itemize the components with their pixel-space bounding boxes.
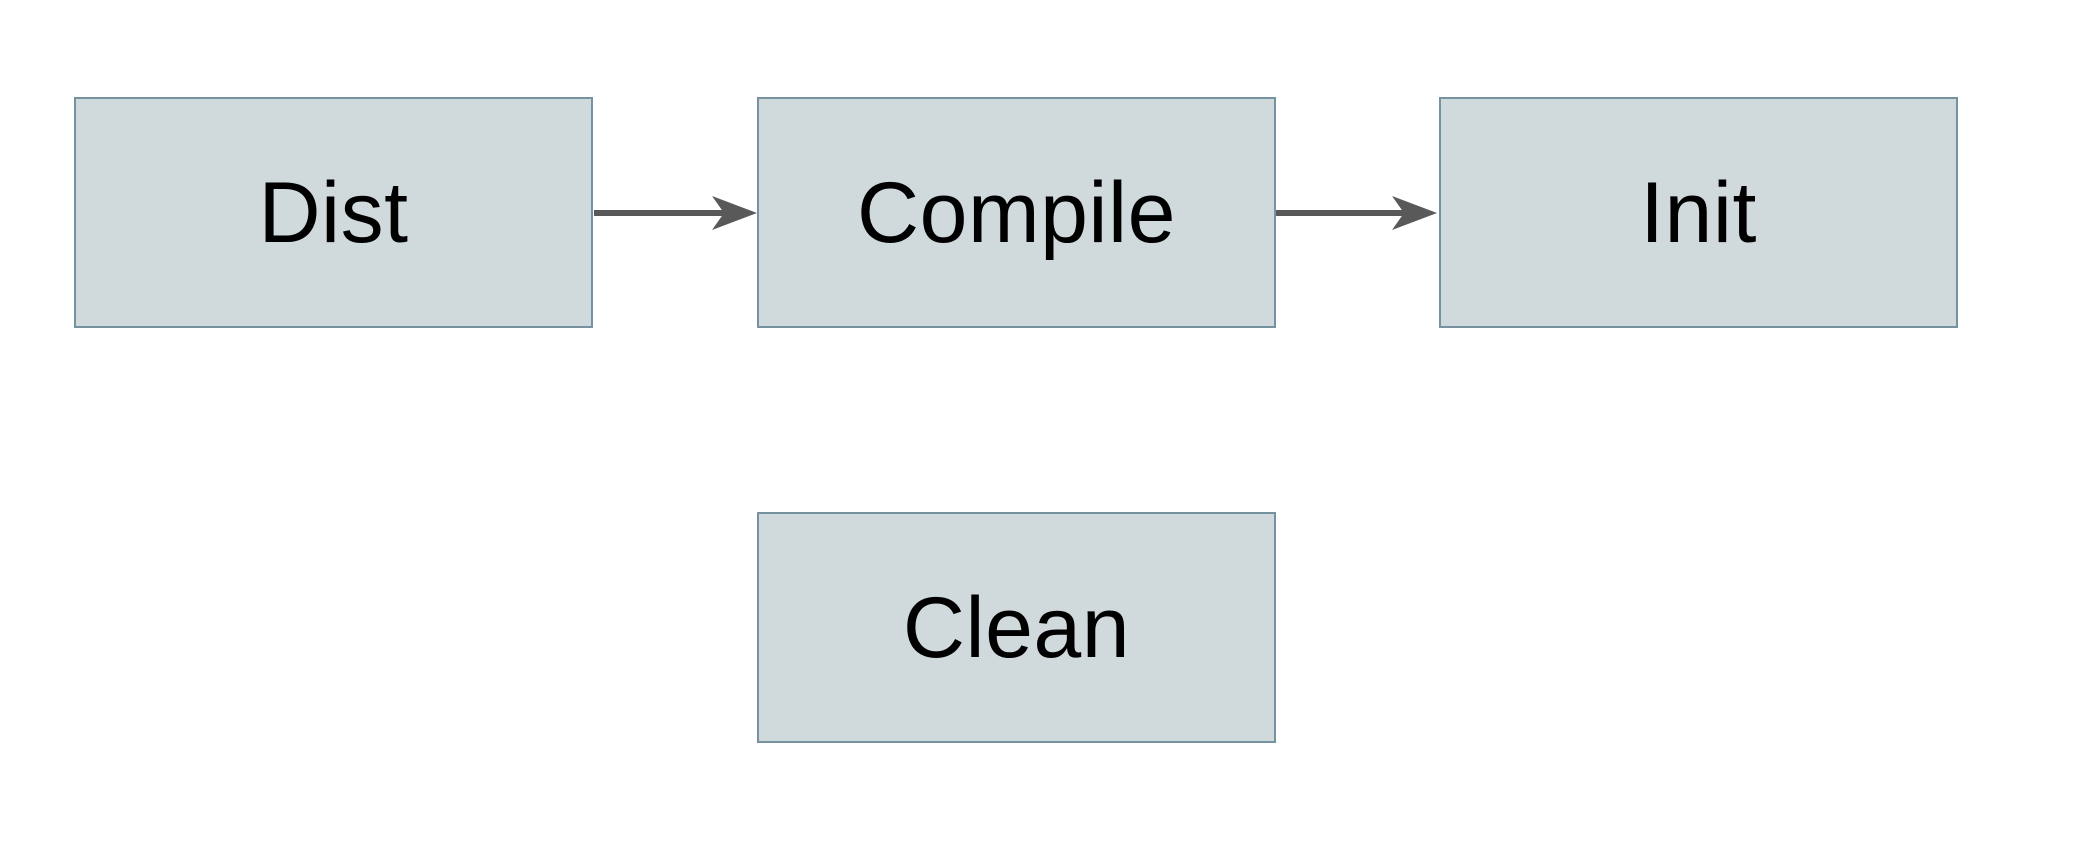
arrow-dist-to-compile [594,196,757,230]
node-init-label: Init [1640,164,1757,261]
node-dist-label: Dist [258,164,409,261]
node-init: Init [1439,97,1958,328]
arrow-compile-to-init [1276,196,1437,230]
node-dist: Dist [74,97,593,328]
node-compile: Compile [757,97,1276,328]
arrow-compile-to-init-head [1392,196,1437,230]
node-compile-label: Compile [857,164,1176,261]
node-clean-label: Clean [902,579,1131,676]
node-clean: Clean [757,512,1276,743]
arrow-dist-to-compile-head [712,196,757,230]
